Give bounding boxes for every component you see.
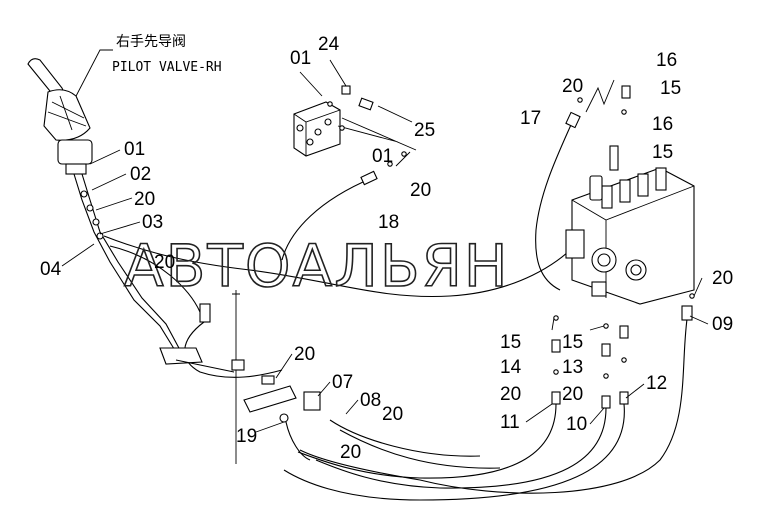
hose-joystick-short [109,245,201,313]
label-12: 12 [646,373,667,394]
fitting-dot [387,161,393,167]
fitting-dot [577,97,583,103]
label-20: 20 [340,442,361,463]
label-20: 20 [500,384,521,405]
hose-bracket-down [285,421,311,461]
label-10: 10 [566,414,587,435]
label-15: 15 [500,332,521,353]
label-18: 18 [378,212,399,233]
pilot-valve-joystick [27,58,181,353]
hose-lower-a [329,419,481,457]
fitting-stack-mid [601,323,611,409]
pilot-block [293,85,374,157]
hose-end-fitting [199,303,211,323]
label-20: 20 [410,180,431,201]
label-20: 20 [134,189,155,210]
label-01: 01 [124,139,145,160]
label-04: 04 [40,259,62,280]
label-02: 02 [130,164,151,185]
fitting-dot [401,151,407,157]
label-15: 15 [660,78,681,99]
hose-18-fitting [360,170,378,186]
callout-leaders [61,149,709,433]
label-15: 15 [652,142,673,163]
fitting-stack-right [619,325,629,405]
fitting-dot [327,101,333,107]
label-19: 19 [236,426,257,447]
fitting-16a [621,85,631,99]
fitting-dot [621,109,627,115]
label-14: 14 [500,357,522,378]
label-11: 11 [500,412,520,433]
label-16: 16 [656,50,677,71]
label-25: 25 [414,120,435,141]
label-08: 08 [360,390,381,411]
label-09: 09 [712,314,733,335]
callout-labels: 01 02 20 03 04 20 01 24 25 01 20 18 20 1… [40,34,733,463]
caption-chinese: 右手先导阀 [116,34,186,50]
label-13: 13 [562,357,583,378]
bracket-assembly [231,290,321,464]
hose-11 [297,403,557,479]
label-15: 15 [562,332,583,353]
block-leader-lines [299,59,417,167]
label-17: 17 [520,108,541,129]
label-24: 24 [318,34,340,55]
fitting-dot [339,125,345,131]
hose-joystick-to-valve [103,235,571,298]
hose-loop-left [184,321,283,378]
hose-lower-b [339,429,501,469]
label-07: 07 [332,372,353,393]
label-20: 20 [294,344,315,365]
fitting-dot [689,293,695,299]
hose-12 [283,403,625,501]
break-symbol [585,79,615,113]
hose-09-fitting [681,305,693,321]
fitting-stack-left [551,315,561,405]
label-16: 16 [652,114,673,135]
caption-english: PILOT VALVE-RH [112,60,222,75]
label-20: 20 [712,268,733,289]
label-01: 01 [290,48,311,69]
hose-18 [281,177,373,261]
label-03: 03 [142,212,163,233]
joystick-base-plate [159,347,203,365]
hose-17-fitting [565,111,581,129]
label-20: 20 [154,252,175,273]
label-01: 01 [372,146,393,167]
label-20: 20 [382,404,403,425]
watermark: АВТОАЛЬЯН [124,232,510,300]
caption-leader-line [73,49,113,101]
label-20: 20 [562,76,583,97]
hose-09 [299,311,689,494]
label-20: 20 [562,384,583,405]
main-control-valve [565,145,695,305]
hose-17 [535,117,575,291]
hose-10 [315,407,607,489]
